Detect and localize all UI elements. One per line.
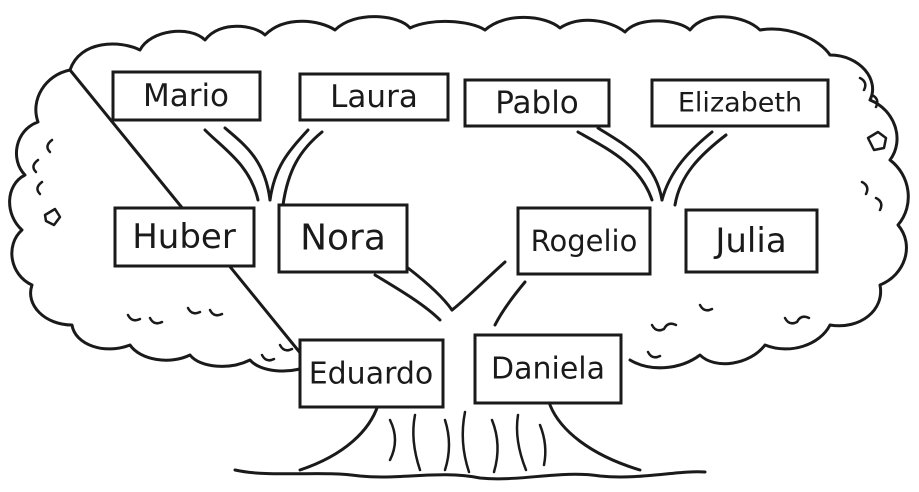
foliage-tuft bbox=[260, 353, 276, 362]
branch-right-upper bbox=[576, 130, 654, 202]
foliage-tuft bbox=[148, 316, 164, 325]
trunk-bark-line bbox=[388, 418, 397, 462]
foliage-tuft bbox=[32, 158, 40, 174]
branch-right-upper bbox=[660, 130, 714, 202]
foliage-tuft bbox=[43, 207, 62, 227]
trunk-bark-line bbox=[538, 423, 547, 467]
person-name-label: Rogelio bbox=[531, 224, 638, 258]
foliage-tuft bbox=[783, 315, 811, 325]
tree-trunk-root bbox=[233, 468, 707, 481]
tree-trunk bbox=[298, 403, 380, 472]
foliage-tuft bbox=[698, 303, 714, 312]
branch-right-upper bbox=[673, 133, 728, 207]
person-rogelio: Rogelio bbox=[516, 206, 652, 276]
person-julia: Julia bbox=[684, 208, 819, 274]
foliage-tuft bbox=[866, 130, 888, 152]
branch-center bbox=[373, 273, 442, 322]
branch-left-upper bbox=[281, 130, 324, 207]
branch-center bbox=[406, 266, 454, 312]
person-name-label: Eduardo bbox=[309, 357, 434, 392]
person-name-label: Pablo bbox=[495, 85, 579, 121]
foliage-tuft bbox=[278, 343, 294, 352]
person-name-label: Laura bbox=[330, 79, 418, 115]
tree-trunk bbox=[548, 403, 642, 472]
person-name-label: Elizabeth bbox=[678, 88, 802, 119]
foliage-tuft bbox=[870, 93, 879, 109]
foliage-tuft bbox=[646, 350, 662, 359]
branch-right-upper bbox=[596, 126, 664, 202]
foliage-tuft bbox=[208, 308, 224, 317]
foliage-tuft bbox=[186, 306, 202, 315]
foliage-tuft bbox=[858, 76, 867, 92]
person-name-label: Daniela bbox=[491, 352, 605, 387]
person-laura: Laura bbox=[298, 72, 450, 122]
person-pablo: Pablo bbox=[463, 78, 611, 128]
foliage-tuft bbox=[46, 138, 54, 154]
trunk-bark-line bbox=[490, 418, 499, 474]
foliage-tuft bbox=[126, 313, 142, 322]
person-mario: Mario bbox=[111, 70, 262, 122]
trunk-bark-line bbox=[443, 418, 451, 472]
trunk-bark-line bbox=[515, 413, 528, 472]
foliage-tuft bbox=[860, 180, 869, 196]
branch-left-upper bbox=[268, 128, 310, 202]
branch-center bbox=[450, 260, 507, 312]
person-name-label: Nora bbox=[300, 218, 386, 259]
person-huber: Huber bbox=[113, 206, 256, 268]
trunk-bark-line bbox=[461, 410, 471, 474]
person-name-label: Julia bbox=[713, 221, 786, 261]
tree-canopy-outline bbox=[8, 15, 910, 373]
person-eduardo: Eduardo bbox=[298, 338, 445, 409]
foliage-tuft bbox=[36, 180, 44, 196]
foliage-tuft bbox=[650, 322, 678, 332]
person-name-label: Mario bbox=[143, 78, 229, 114]
branch-left-upper bbox=[203, 128, 260, 202]
person-daniela: Daniela bbox=[473, 333, 623, 405]
foliage-tuft bbox=[874, 196, 883, 212]
branch-center bbox=[493, 280, 527, 327]
branch-left-upper bbox=[223, 126, 272, 202]
trunk-bark-line bbox=[412, 413, 422, 472]
person-nora: Nora bbox=[277, 203, 409, 274]
person-name-label: Huber bbox=[132, 217, 236, 257]
person-elizabeth: Elizabeth bbox=[650, 78, 830, 128]
